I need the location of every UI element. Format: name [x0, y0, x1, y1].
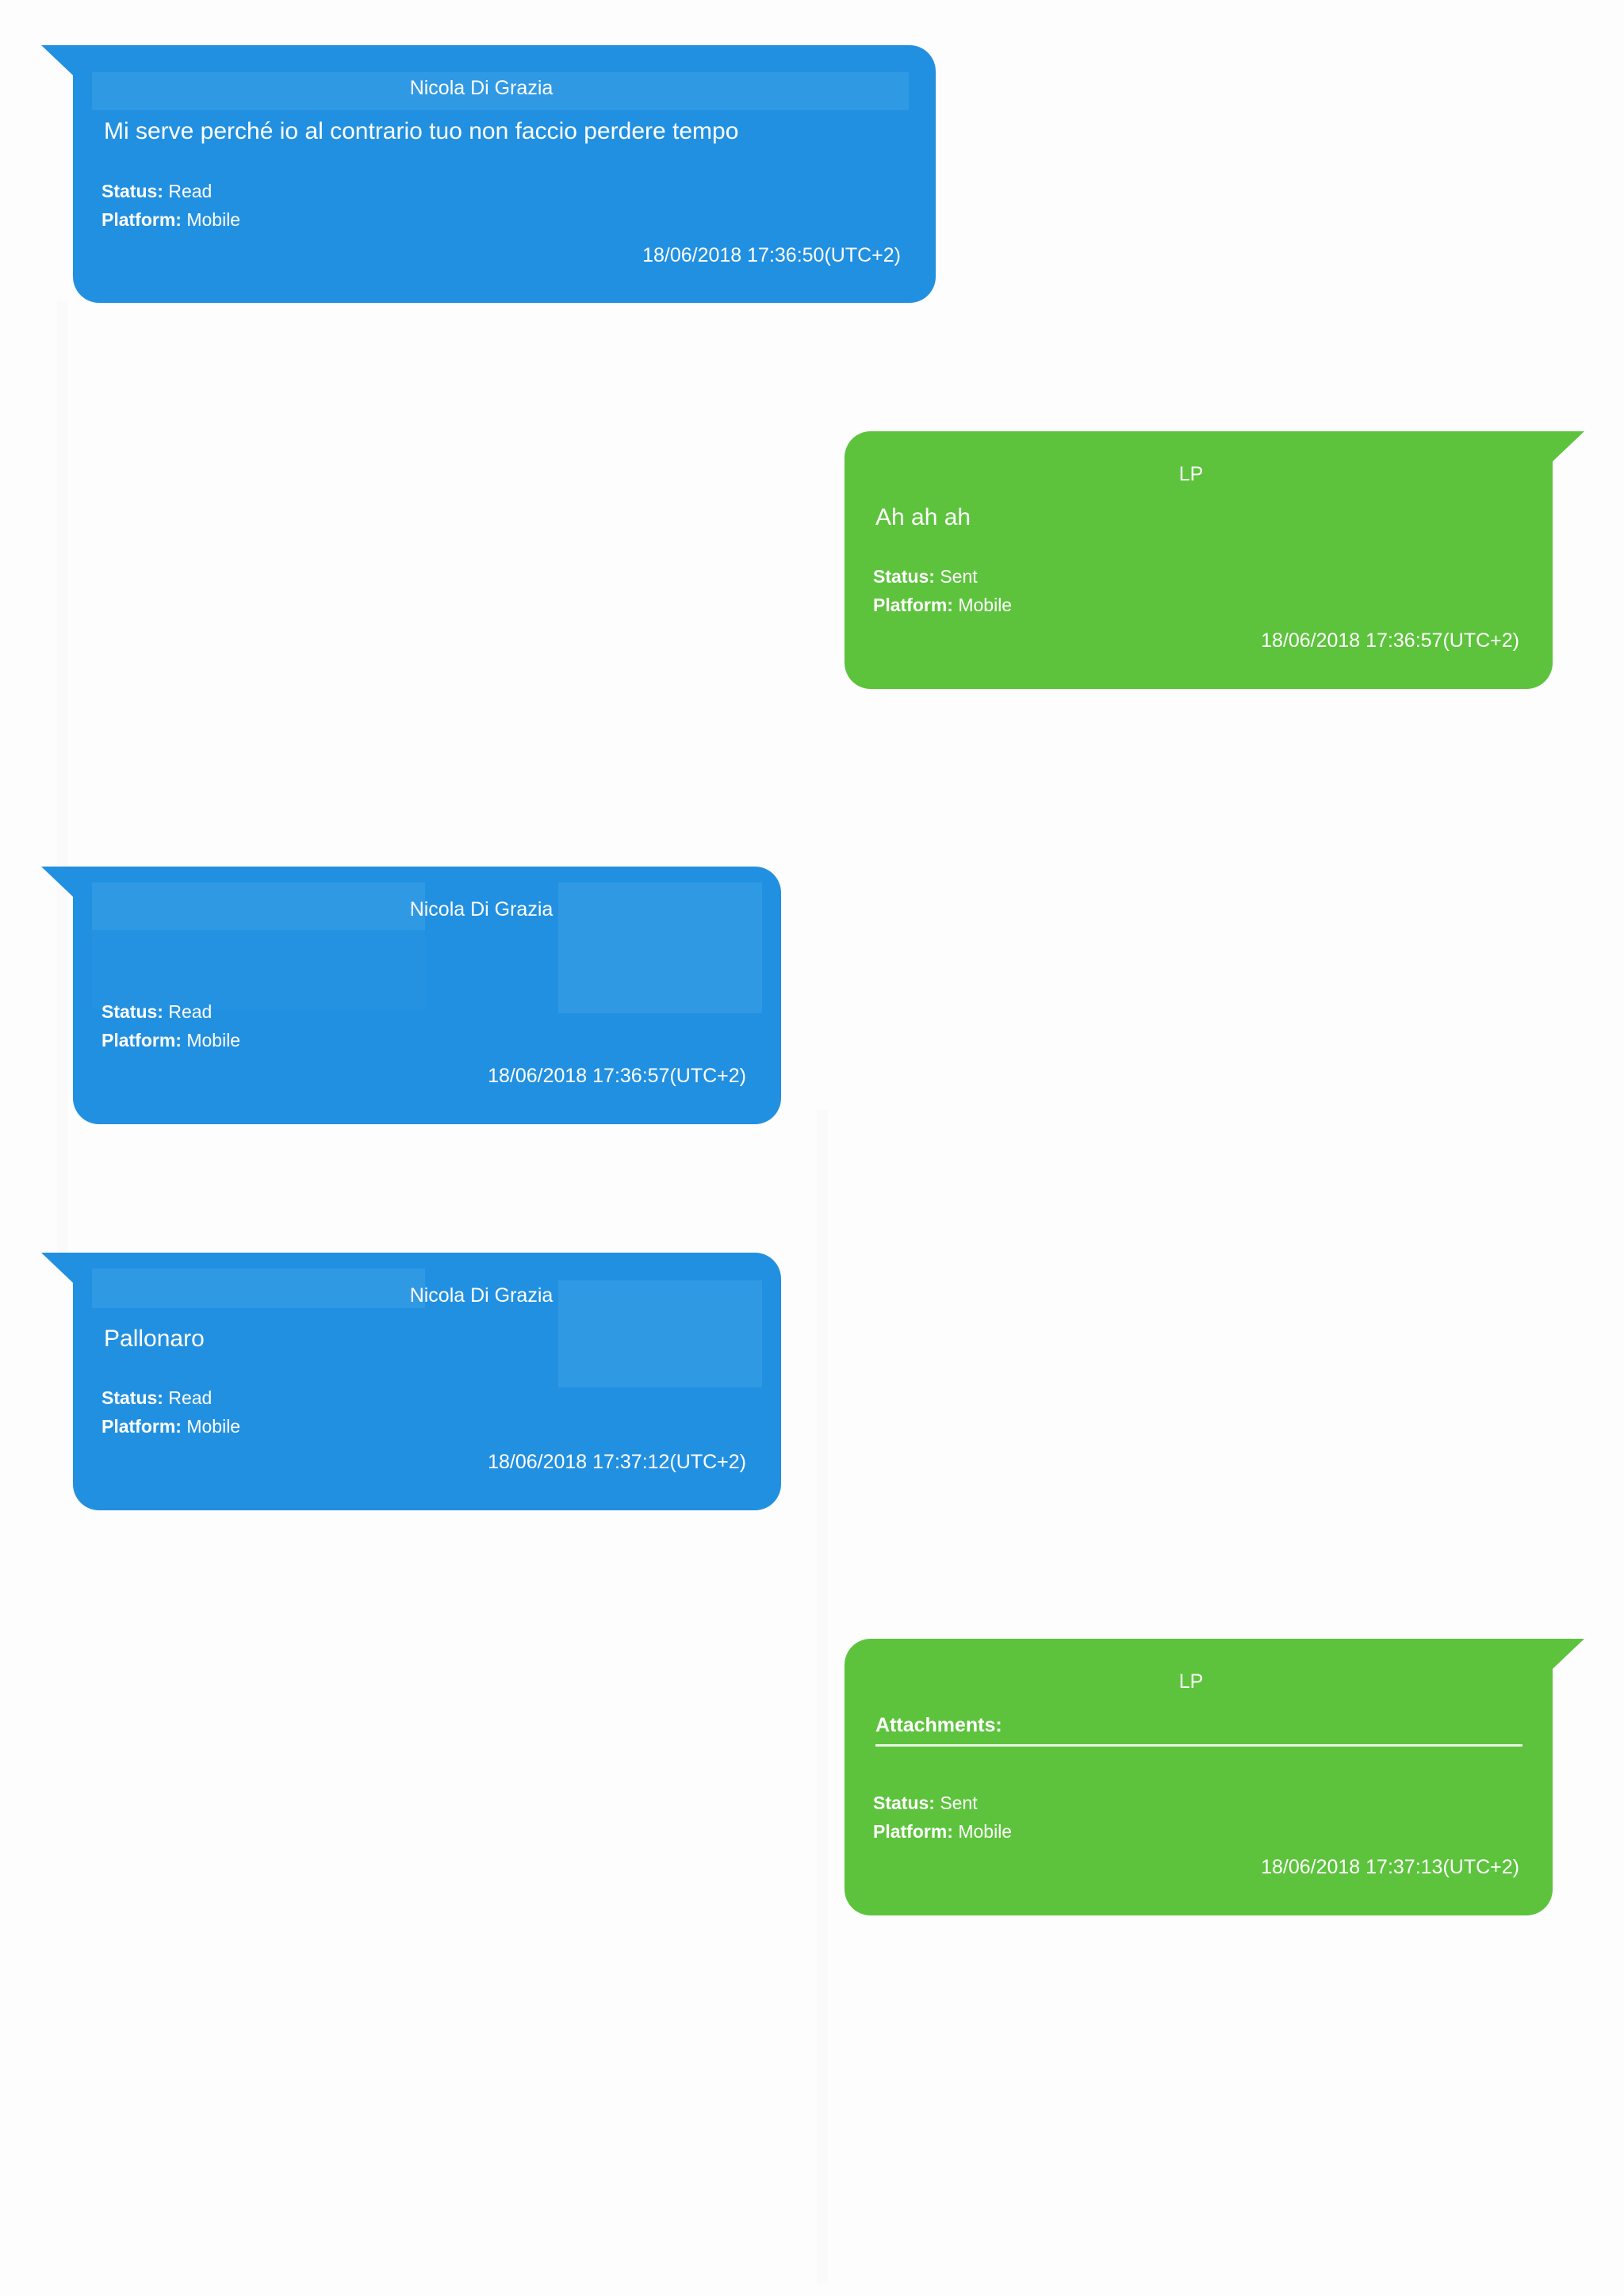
- message-text: Mi serve perché io al contrario tuo non …: [104, 118, 739, 144]
- status-label: Status:: [102, 1001, 163, 1022]
- message-bubble-incoming: Nicola Di Grazia Status: Read Platform: …: [41, 867, 781, 1124]
- platform-value: Mobile: [186, 209, 241, 230]
- background-line: [817, 1110, 828, 2283]
- platform-label: Platform:: [102, 1416, 182, 1437]
- message-timestamp: 18/06/2018 17:37:13(UTC+2): [1261, 1856, 1519, 1878]
- message-bubble-outgoing: LP Attachments: Status: Sent Platform: M…: [845, 1639, 1584, 1915]
- sender-name: LP: [1178, 463, 1204, 485]
- status-line: Status: Sent: [873, 1793, 978, 1814]
- platform-value: Mobile: [958, 595, 1013, 615]
- sender-name: Nicola Di Grazia: [409, 77, 553, 99]
- platform-value: Mobile: [958, 1821, 1013, 1842]
- status-value: Read: [168, 181, 213, 201]
- platform-line: Platform: Mobile: [873, 1821, 1012, 1843]
- message-bubble-outgoing: LP Ah ah ah Status: Sent Platform: Mobil…: [845, 431, 1584, 689]
- redacted-area: [92, 1269, 425, 1308]
- redacted-area: [558, 882, 762, 1013]
- message-timestamp: 18/06/2018 17:36:57(UTC+2): [1261, 629, 1519, 652]
- bubble-tail: [1553, 431, 1584, 461]
- bubble-tail: [41, 1253, 73, 1283]
- message-text: Ah ah ah: [875, 504, 971, 530]
- attachments-label: Attachments:: [875, 1714, 1002, 1736]
- platform-label: Platform:: [873, 1821, 953, 1842]
- platform-value: Mobile: [186, 1030, 241, 1050]
- status-label: Status:: [102, 1387, 163, 1408]
- message-timestamp: 18/06/2018 17:36:50(UTC+2): [642, 244, 901, 266]
- redacted-area: [558, 1280, 762, 1387]
- sender-name: LP: [1178, 1670, 1204, 1693]
- bubble-tail: [41, 867, 73, 897]
- message-bubble-incoming: Nicola Di Grazia Pallonaro Status: Read …: [41, 1253, 781, 1510]
- message-text: Pallonaro: [104, 1326, 205, 1352]
- attachments-divider: [875, 1744, 1522, 1747]
- platform-value: Mobile: [186, 1416, 241, 1437]
- status-value: Sent: [940, 566, 978, 587]
- platform-line: Platform: Mobile: [873, 595, 1012, 616]
- platform-line: Platform: Mobile: [102, 209, 240, 231]
- status-line: Status: Read: [102, 1001, 212, 1023]
- status-value: Read: [168, 1001, 213, 1022]
- redacted-area: [92, 72, 909, 110]
- background-line: [57, 301, 68, 1253]
- message-timestamp: 18/06/2018 17:36:57(UTC+2): [488, 1065, 746, 1087]
- message-timestamp: 18/06/2018 17:37:12(UTC+2): [488, 1451, 746, 1473]
- status-line: Status: Sent: [873, 566, 978, 587]
- platform-line: Platform: Mobile: [102, 1416, 240, 1437]
- status-label: Status:: [102, 181, 163, 201]
- status-value: Read: [168, 1387, 213, 1408]
- status-line: Status: Read: [102, 181, 212, 202]
- sender-name: Nicola Di Grazia: [409, 1284, 553, 1307]
- redacted-area: [92, 930, 425, 1009]
- status-label: Status:: [873, 566, 935, 587]
- status-label: Status:: [873, 1793, 935, 1813]
- platform-label: Platform:: [102, 209, 182, 230]
- status-value: Sent: [940, 1793, 978, 1813]
- message-bubble-incoming: Nicola Di Grazia Mi serve perché io al c…: [41, 45, 936, 303]
- platform-label: Platform:: [873, 595, 953, 615]
- platform-label: Platform:: [102, 1030, 182, 1050]
- bubble-tail: [1553, 1639, 1584, 1669]
- redacted-area: [92, 882, 425, 930]
- platform-line: Platform: Mobile: [102, 1030, 240, 1051]
- bubble-tail: [41, 45, 73, 75]
- sender-name: Nicola Di Grazia: [409, 898, 553, 920]
- status-line: Status: Read: [102, 1387, 212, 1409]
